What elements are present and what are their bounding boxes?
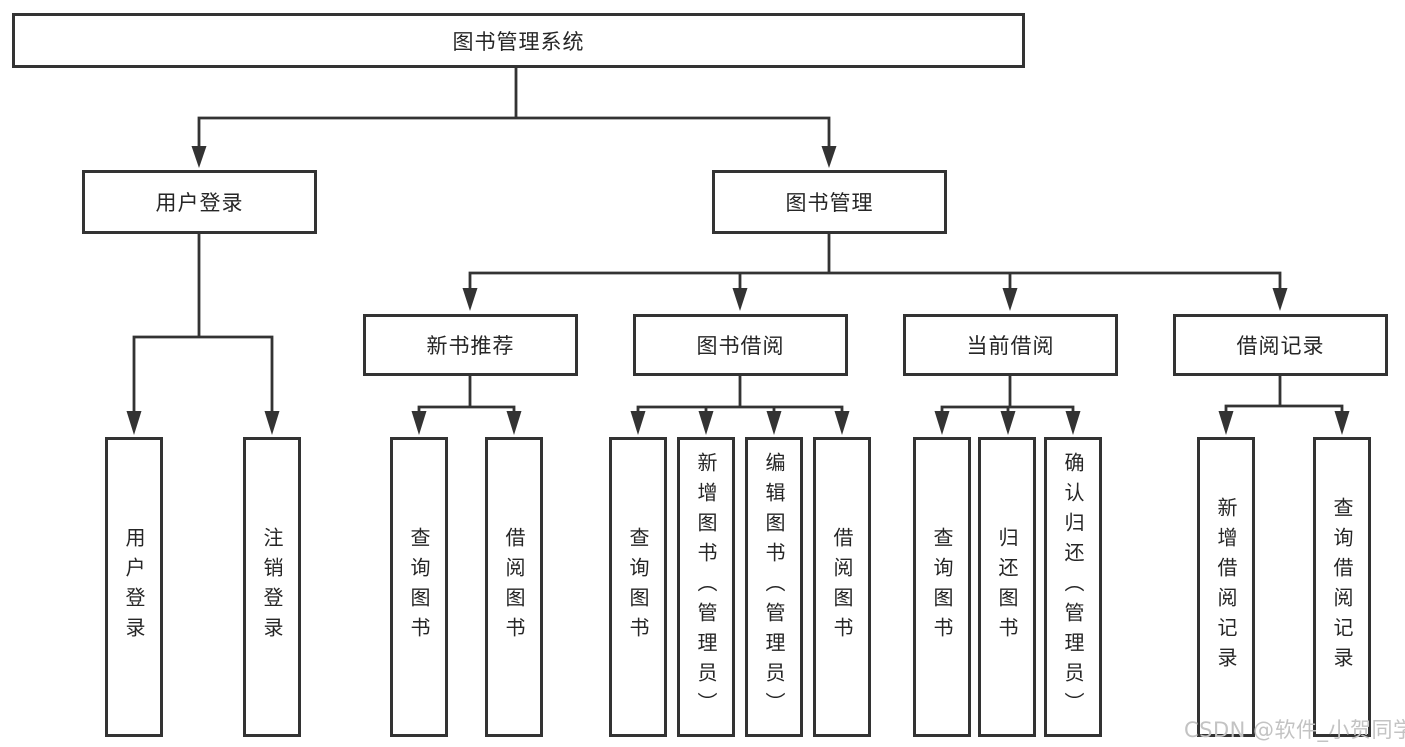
connector-userlogin-to-leaves [132,234,274,413]
node-user-login: 用户登录 [82,170,317,234]
leaf-label: 新增图书（管理员） [694,452,718,722]
connector-records-to-leaves [1224,376,1344,413]
node-label: 当前借阅 [966,334,1055,358]
leaf-label: 编辑图书（管理员） [762,452,786,722]
node-label: 图书管理系统 [452,29,585,54]
node-current-borrowing: 当前借阅 [903,314,1118,376]
leaf-label: 注销登录 [260,527,284,647]
connector-current-to-leaves [940,376,1075,413]
leaf-label: 确认归还（管理员） [1061,452,1085,722]
leaf-recommend-query-books: 查询图书 [390,437,448,737]
leaf-label: 新增借阅记录 [1214,497,1238,677]
node-label: 图书借阅 [696,334,785,358]
leaf-label: 借阅图书 [502,527,526,647]
leaf-records-query-borrow-record: 查询借阅记录 [1313,437,1371,737]
node-label: 图书管理 [785,191,874,215]
leaf-label: 查询图书 [626,527,650,647]
leaf-borrowing-edit-books-admin: 编辑图书（管理员） [745,437,803,737]
node-label: 新书推荐 [426,334,515,358]
node-label: 用户登录 [155,191,244,215]
leaf-borrowing-add-books-admin: 新增图书（管理员） [677,437,735,737]
leaf-records-add-borrow-record: 新增借阅记录 [1197,437,1255,737]
node-label: 借阅记录 [1236,334,1325,358]
connector-recommend-to-leaves [417,376,516,413]
node-library-management-system: 图书管理系统 [12,13,1025,68]
leaf-logout-login: 注销登录 [243,437,301,737]
node-book-management: 图书管理 [712,170,947,234]
leaf-borrowing-borrow-books: 借阅图书 [813,437,871,737]
node-new-book-recommendation: 新书推荐 [363,314,578,376]
node-borrowing-records: 借阅记录 [1173,314,1388,376]
leaf-current-query-books: 查询图书 [913,437,971,737]
leaf-current-return-books: 归还图书 [978,437,1036,737]
leaf-label: 归还图书 [995,527,1019,647]
connector-borrowing-to-leaves [636,376,844,413]
leaf-label: 查询借阅记录 [1330,497,1354,677]
leaf-current-confirm-return-admin: 确认归还（管理员） [1044,437,1102,737]
connector-root-to-level2 [197,68,831,147]
leaf-label: 查询图书 [407,527,431,647]
leaf-user-login: 用户登录 [105,437,163,737]
csdn-watermark: CSDN @软件_小贺同学 [1184,718,1405,742]
leaf-label: 用户登录 [122,527,146,647]
leaf-recommend-borrow-books: 借阅图书 [485,437,543,737]
leaf-label: 查询图书 [930,527,954,647]
leaf-label: 借阅图书 [830,527,854,647]
leaf-borrowing-query-books: 查询图书 [609,437,667,737]
connector-bookmgmt-to-level3 [468,234,1282,290]
node-book-borrowing: 图书借阅 [633,314,848,376]
